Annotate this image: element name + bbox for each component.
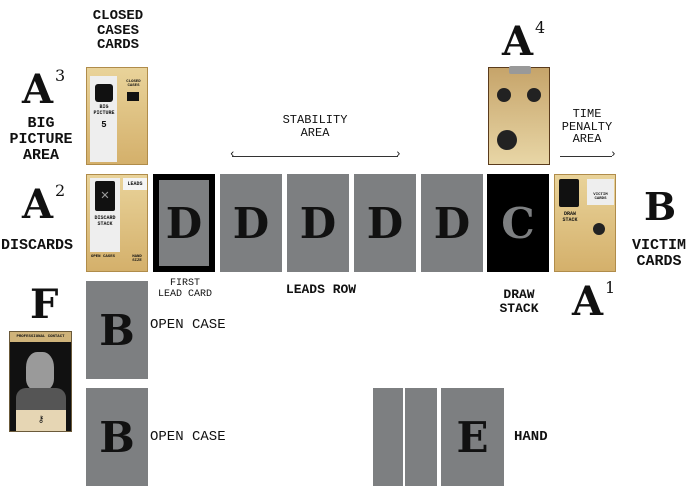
open-case-card[interactable]: B bbox=[86, 281, 148, 379]
arrow-right-icon: › bbox=[610, 149, 617, 161]
closed-cases-card: BIG PICTURE 5 CLOSED CASES bbox=[86, 67, 148, 165]
deck-icon bbox=[559, 179, 579, 207]
contact-title-text: PROFESSIONAL CONTACT bbox=[10, 332, 71, 342]
puzzle-icon bbox=[95, 84, 113, 102]
draw-stack-text: DRAW STACK bbox=[562, 211, 578, 223]
hand-label: HAND bbox=[514, 429, 548, 445]
discard-x-icon: ✕ bbox=[95, 181, 115, 211]
hourglass-icon bbox=[527, 88, 541, 102]
time-penalty-card bbox=[488, 66, 550, 165]
portrait-icon bbox=[497, 88, 511, 102]
draw-stack-card[interactable]: C bbox=[487, 174, 549, 272]
portrait-face bbox=[26, 352, 54, 390]
open-cases-text: OPEN CASES bbox=[90, 255, 115, 259]
folder-icon bbox=[127, 92, 139, 101]
hand-card[interactable] bbox=[373, 388, 403, 486]
clipboard-clip-icon bbox=[509, 66, 531, 74]
b-victim-marker: B bbox=[644, 184, 677, 229]
closed-cases-label: CLOSED CASES CARDS bbox=[92, 8, 144, 54]
victim-cards-label: VICTIM CARDS bbox=[631, 237, 686, 270]
lead-card[interactable]: D bbox=[287, 174, 349, 272]
victim-draw-card: VICTIM CARDS DRAW STACK bbox=[554, 174, 616, 272]
time-penalty-area-label: TIME PENALTY AREA bbox=[561, 107, 613, 147]
discard-stack-card: ✕ DISCARD STACK LEADS OPEN CASES HAND SI… bbox=[86, 174, 148, 272]
open-case-label: OPEN CASE bbox=[150, 317, 226, 333]
time-penalty-arrow bbox=[560, 156, 612, 157]
hand-card[interactable]: E bbox=[441, 388, 504, 486]
draw-stack-label: DRAW STACK bbox=[499, 287, 539, 316]
arrow-right-icon: › bbox=[395, 149, 402, 161]
first-lead-card-label: FIRST LEAD CARD bbox=[157, 278, 212, 300]
open-case-label: OPEN CASE bbox=[150, 429, 226, 445]
professional-contact-card: PROFESSIONAL CONTACT ⚷ bbox=[9, 331, 72, 432]
f-marker: F bbox=[30, 281, 59, 328]
big-picture-count: 5 bbox=[101, 120, 107, 130]
first-lead-card[interactable]: D bbox=[153, 174, 215, 272]
closed-cases-text: CLOSED CASES bbox=[126, 80, 141, 88]
lead-card[interactable]: D bbox=[354, 174, 416, 272]
open-case-card[interactable]: B bbox=[86, 388, 148, 486]
lead-card[interactable]: D bbox=[220, 174, 282, 272]
discards-label: DISCARDS bbox=[0, 237, 73, 254]
victim-cards-text: VICTIM CARDS bbox=[587, 179, 614, 205]
big-picture-area-label: BIG PICTURE AREA bbox=[9, 115, 73, 164]
hand-size-text: HAND SIZE bbox=[132, 255, 142, 263]
leads-text: LEADS bbox=[123, 178, 147, 190]
hand-card[interactable] bbox=[405, 388, 437, 486]
lead-card[interactable]: D bbox=[421, 174, 483, 272]
portrait-body bbox=[16, 388, 66, 410]
leads-row-label: LEADS ROW bbox=[285, 282, 357, 297]
stability-area-label: STABILITY AREA bbox=[282, 113, 348, 140]
badge-icon bbox=[593, 223, 605, 235]
arrow-left-icon: ‹ bbox=[229, 149, 236, 161]
seal-icon bbox=[497, 130, 517, 150]
discard-stack-text: DISCARD STACK bbox=[94, 215, 116, 227]
stability-arrow bbox=[232, 156, 398, 157]
big-picture-text: BIG PICTURE bbox=[93, 104, 115, 116]
key-icon: ⚷ bbox=[16, 410, 66, 431]
